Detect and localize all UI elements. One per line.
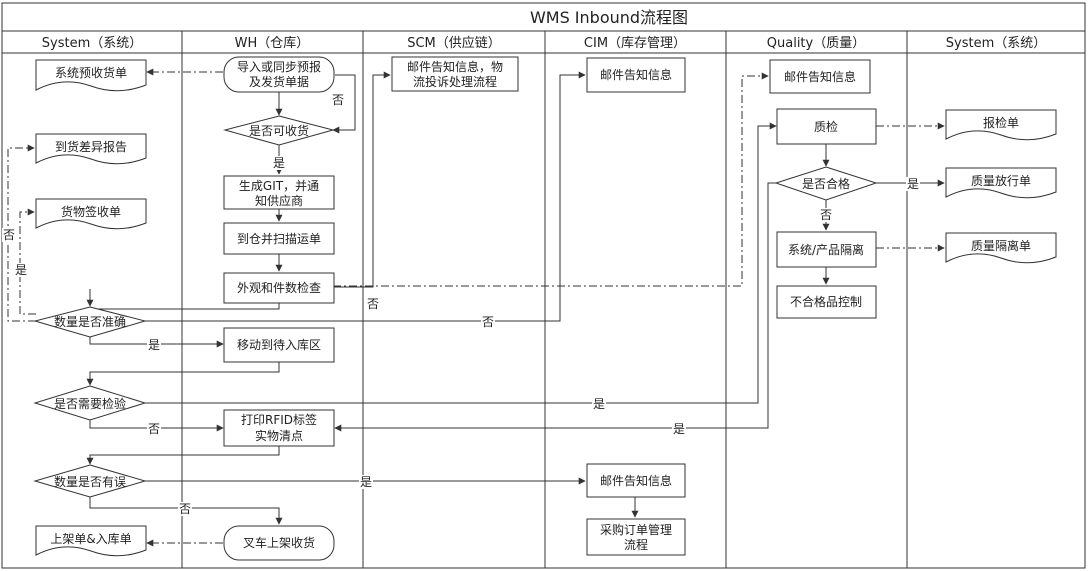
doc-goods-sign-label: 货物签收单 xyxy=(61,204,121,219)
node-cim-mail-1 xyxy=(586,57,686,93)
node-nonconforming-label: 不合格品控制 xyxy=(790,294,862,309)
connector xyxy=(86,446,280,465)
decision-is-qualified xyxy=(774,166,878,201)
branch-label-no: 否 xyxy=(367,297,379,311)
node-generate-git-label-1: 生成GIT，并通 xyxy=(239,179,319,193)
doc-quality-isolation xyxy=(945,232,1057,264)
branch-label-no: 否 xyxy=(3,228,15,242)
branch-label-yes: 是 xyxy=(273,156,285,170)
lane-header-quality: Quality（质量） xyxy=(767,36,865,51)
node-purchase-order xyxy=(586,518,686,556)
connector xyxy=(86,362,280,386)
branch-label-no: 否 xyxy=(148,422,160,436)
node-quality-check-label: 质检 xyxy=(814,119,838,134)
doc-inspection-order xyxy=(945,109,1057,141)
doc-quality-release xyxy=(945,167,1057,199)
lane-separators xyxy=(181,31,908,568)
node-quality-mail xyxy=(769,59,871,94)
branch-label-no: 否 xyxy=(179,502,191,516)
decision-need-inspect-label: 是否需要检验 xyxy=(54,396,126,411)
node-forklift-label: 叉车上架收货 xyxy=(243,535,315,550)
connector xyxy=(145,71,586,322)
connector xyxy=(89,420,224,432)
connector xyxy=(145,122,777,404)
node-print-rfid xyxy=(223,409,335,447)
node-forklift xyxy=(223,525,335,561)
branch-label-yes: 是 xyxy=(15,263,27,277)
node-system-isolation-label: 系统/产品隔离 xyxy=(788,242,864,257)
node-arrive-scan xyxy=(223,222,335,255)
decision-qty-accurate-label: 数量是否准确 xyxy=(54,314,126,329)
node-cim-mail-2-label: 邮件告知信息 xyxy=(600,473,672,488)
branch-label-no: 否 xyxy=(820,208,832,222)
node-generate-git xyxy=(223,175,335,210)
doc-inspection-order-label: 报检单 xyxy=(983,115,1019,130)
node-quality-check xyxy=(776,108,877,145)
doc-quality-isolation-label: 质量隔离单 xyxy=(971,238,1031,253)
node-purchase-order-label-1: 采购订单管理 xyxy=(600,522,672,537)
decision-qty-error xyxy=(33,464,147,498)
doc-system-receipt xyxy=(35,59,147,92)
node-system-isolation xyxy=(776,231,877,268)
decision-need-inspect xyxy=(33,385,147,421)
lane-header-system-right: System（系统） xyxy=(946,36,1046,51)
connector xyxy=(333,71,391,288)
node-scm-mail-label-2: 流投诉处理流程 xyxy=(413,74,497,89)
connector xyxy=(334,182,776,432)
connector xyxy=(332,74,356,134)
doc-goods-sign xyxy=(35,198,147,230)
node-appearance-check-label: 外观和件数检查 xyxy=(237,280,321,295)
node-appearance-check xyxy=(223,272,335,304)
branch-label-yes: 是 xyxy=(360,475,372,489)
node-cim-mail-2 xyxy=(586,463,686,498)
connector xyxy=(89,337,224,348)
node-nonconforming xyxy=(776,285,877,319)
doc-shelf-order xyxy=(35,525,147,557)
branch-label-backgrounds xyxy=(2,93,920,516)
branch-label-yes: 是 xyxy=(148,338,160,352)
node-quality-mail-label: 邮件告知信息 xyxy=(784,69,856,84)
doc-quality-release-label: 质量放行单 xyxy=(971,173,1031,188)
doc-system-receipt-label: 系统预收货单 xyxy=(55,65,127,80)
branch-label-yes: 是 xyxy=(673,422,685,436)
node-print-rfid-label-1: 打印RFID标签 xyxy=(241,412,317,427)
node-generate-git-label-2: 知供应商 xyxy=(255,193,303,208)
branch-label-yes: 是 xyxy=(593,397,605,411)
node-move-pending-label: 移动到待入库区 xyxy=(237,337,321,352)
node-print-rfid-label-2: 实物清点 xyxy=(255,428,303,443)
node-import-sync-label-2: 及发货单据 xyxy=(249,74,309,89)
node-cim-mail-1-label: 邮件告知信息 xyxy=(600,67,672,82)
node-scm-mail xyxy=(391,56,519,92)
branch-label-no: 否 xyxy=(332,93,344,107)
connector-dashed xyxy=(333,72,769,287)
doc-arrival-diff xyxy=(35,133,147,165)
decision-qty-error-label: 数量是否有误 xyxy=(54,474,126,489)
branch-label-yes: 是 xyxy=(907,177,919,191)
lane-header-cim: CIM（库存管理） xyxy=(584,35,686,51)
decision-receivable-label: 是否可收货 xyxy=(249,123,309,138)
node-scm-mail-label-1: 邮件告知信息，物 xyxy=(407,59,503,74)
lane-header-wh: WH（仓库） xyxy=(235,35,310,51)
node-move-pending xyxy=(223,327,335,363)
doc-shelf-order-label: 上架单&入库单 xyxy=(50,531,131,546)
node-import-sync xyxy=(223,56,335,93)
node-import-sync-label-1: 导入或同步预报 xyxy=(237,59,321,74)
decision-is-qualified-label: 是否合格 xyxy=(802,176,850,191)
node-arrive-scan-label: 到仓并扫描运单 xyxy=(237,232,321,246)
doc-arrival-diff-label: 到货差异报告 xyxy=(55,139,127,154)
diagram-title: WMS Inbound流程图 xyxy=(530,8,688,27)
lane-header-system-left: System（系统） xyxy=(42,36,142,51)
node-purchase-order-label-2: 流程 xyxy=(624,537,648,552)
decision-receivable xyxy=(223,115,335,146)
lane-header-scm: SCM（供应链） xyxy=(407,35,501,51)
branch-label-no: 否 xyxy=(482,315,494,329)
decision-qty-accurate xyxy=(33,306,147,338)
